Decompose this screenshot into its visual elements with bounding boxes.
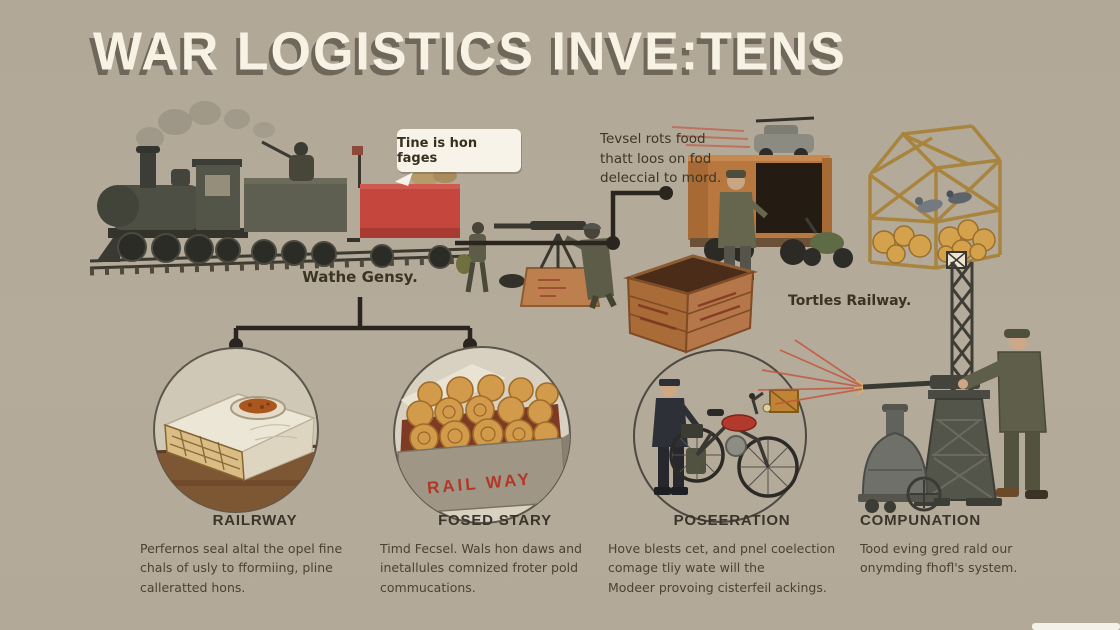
section-poseeration: POSEERATION Hove blests cet, and pnel co… bbox=[608, 512, 856, 597]
section-body: Timd Fecsel. Wals hon daws and inetallul… bbox=[380, 541, 582, 595]
section-heading: POSEERATION bbox=[673, 512, 791, 529]
section-body: Tood eving gred rald our onymding fhofl'… bbox=[860, 541, 1018, 576]
bell-machine bbox=[858, 404, 942, 513]
branch-label: Wathe Gensy. bbox=[302, 268, 418, 286]
red-boxcar bbox=[360, 169, 460, 269]
tracer-fire bbox=[757, 339, 863, 405]
supply-truck-illustration bbox=[688, 155, 832, 281]
motorbike bbox=[669, 389, 799, 498]
truss-mast bbox=[950, 261, 974, 393]
courier-motorbike-inset bbox=[633, 349, 807, 523]
bottom-edge-artifact bbox=[1032, 623, 1120, 630]
section-body: Perfernos seal altal the opel fine chals… bbox=[140, 541, 343, 595]
signal-tower-illustration bbox=[757, 261, 1048, 513]
tower-label: Tortles Railway. bbox=[788, 293, 912, 309]
golden-supplies bbox=[872, 219, 996, 264]
gunner-soldier bbox=[564, 223, 617, 309]
section-heading: FOSED STARY bbox=[438, 512, 552, 529]
supply-cage-illustration bbox=[868, 124, 1002, 270]
truck-note: Tevsel rots food thatt loos on fod delec… bbox=[600, 131, 722, 187]
section-heading: RAILRWAY bbox=[212, 512, 298, 529]
section-railrway: RAILRWAY Perfernos seal altal the opel f… bbox=[140, 512, 370, 597]
tower-operator bbox=[958, 329, 1048, 499]
smoke-puffs bbox=[136, 101, 275, 149]
section-heading: COMPUNATION bbox=[860, 512, 982, 529]
section-fosed-stary: FOSED STARY Timd Fecsel. Wals hon daws a… bbox=[380, 512, 610, 597]
motor-trike-illustration bbox=[803, 217, 853, 268]
tender-gunner bbox=[261, 140, 314, 181]
crate-stamps bbox=[637, 291, 741, 331]
bread-box-inset: RAIL WAY bbox=[393, 346, 571, 524]
bread-rolls bbox=[406, 374, 559, 453]
walking-soldier bbox=[456, 222, 489, 293]
pigeons bbox=[915, 190, 972, 213]
speech-bubble-text: Tine is hon fages bbox=[397, 135, 478, 166]
steam-train-illustration bbox=[89, 101, 471, 276]
crate-stamp-marks bbox=[538, 279, 566, 297]
ration-crate-illustration bbox=[622, 254, 759, 354]
page-title: WAR LOGISTICS INVE:TENS bbox=[93, 21, 847, 83]
section-compunation: COMPUNATION Tood eving gred rald our ony… bbox=[860, 512, 1080, 578]
ration-block-inset bbox=[153, 347, 319, 513]
machine-gun-post-illustration bbox=[456, 221, 617, 309]
speech-bubble: Tine is hon fages bbox=[397, 129, 521, 172]
section-body: Hove blests cet, and pnel coelection com… bbox=[608, 541, 836, 595]
